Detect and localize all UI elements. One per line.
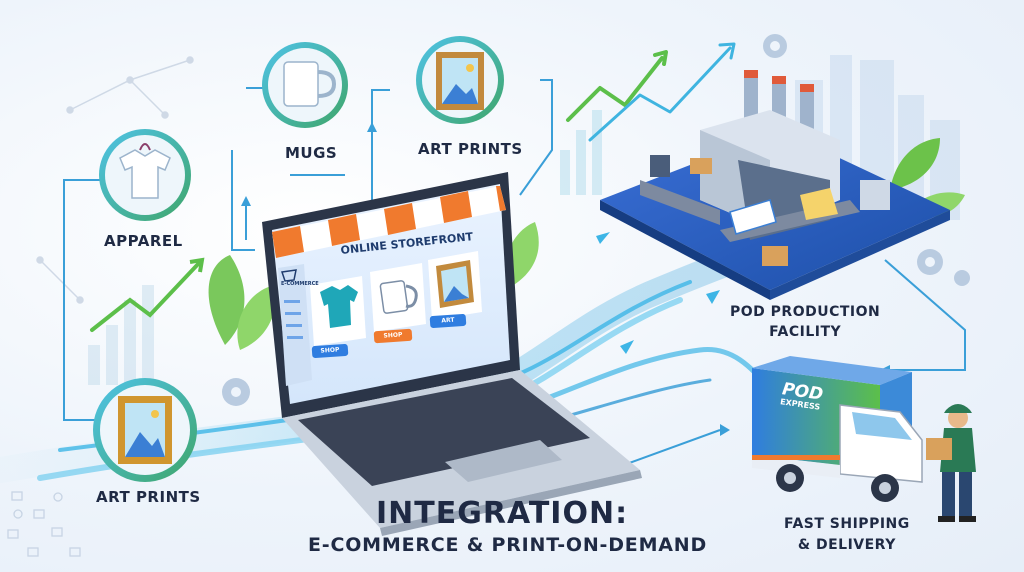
package-box [762, 246, 788, 266]
tshirt-icon [320, 285, 358, 328]
tshirt-icon [119, 149, 171, 199]
node-mugs-label: MUGS [285, 144, 338, 162]
package-box [690, 158, 712, 174]
cart-icon [281, 269, 297, 282]
shipping-line1: FAST SHIPPING [784, 516, 910, 532]
storefront-sidebar-logo: E-COMMERCE [281, 281, 319, 287]
growth-bars-top [560, 110, 602, 195]
stream-arrows [596, 232, 720, 354]
hanger-icon [139, 143, 151, 151]
mug-icon [379, 280, 409, 314]
laptop [262, 172, 642, 536]
truck-icon [752, 356, 923, 502]
shipping-line2: & DELIVERY [797, 537, 896, 553]
courier-icon [926, 404, 976, 522]
conveyor-belt [640, 180, 720, 225]
node-art-prints-top-icon [416, 36, 504, 124]
node-shipping-label: FAST SHIPPING & DELIVERY [784, 514, 910, 556]
page-subtitle: E-COMMERCE & PRINT-ON-DEMAND [308, 534, 708, 556]
laptop-keyboard [298, 378, 590, 486]
node-mugs-icon [262, 42, 348, 128]
growth-bars-left [88, 285, 154, 385]
node-art-prints-bottom-label: ART PRINTS [96, 488, 201, 506]
factory-icon [600, 70, 950, 300]
page-title: INTEGRATION: [376, 496, 629, 531]
storefront-art-button: ART [429, 313, 467, 329]
storefront-awning [272, 186, 506, 258]
pod-facility-line2: FACILITY [769, 324, 842, 340]
gear-icon [222, 34, 970, 406]
mug-icon [283, 61, 319, 107]
growth-arrow-icon [566, 42, 736, 142]
pod-facility-line1: POD PRODUCTION [730, 304, 881, 320]
node-apparel-icon [99, 129, 191, 221]
storefront-shop-button-1: SHOP [311, 343, 349, 359]
background-icon-scatter [7, 491, 81, 557]
node-art-prints-bottom-icon [93, 378, 197, 482]
node-art-prints-top-label: ART PRINTS [418, 140, 523, 158]
network-lines [36, 56, 194, 304]
laptop-trackpad [445, 440, 562, 482]
node-apparel-label: APPAREL [104, 232, 183, 250]
node-pod-facility-label: POD PRODUCTION FACILITY [730, 302, 880, 342]
growth-arrow-icon [90, 260, 202, 332]
package-box [926, 438, 952, 460]
